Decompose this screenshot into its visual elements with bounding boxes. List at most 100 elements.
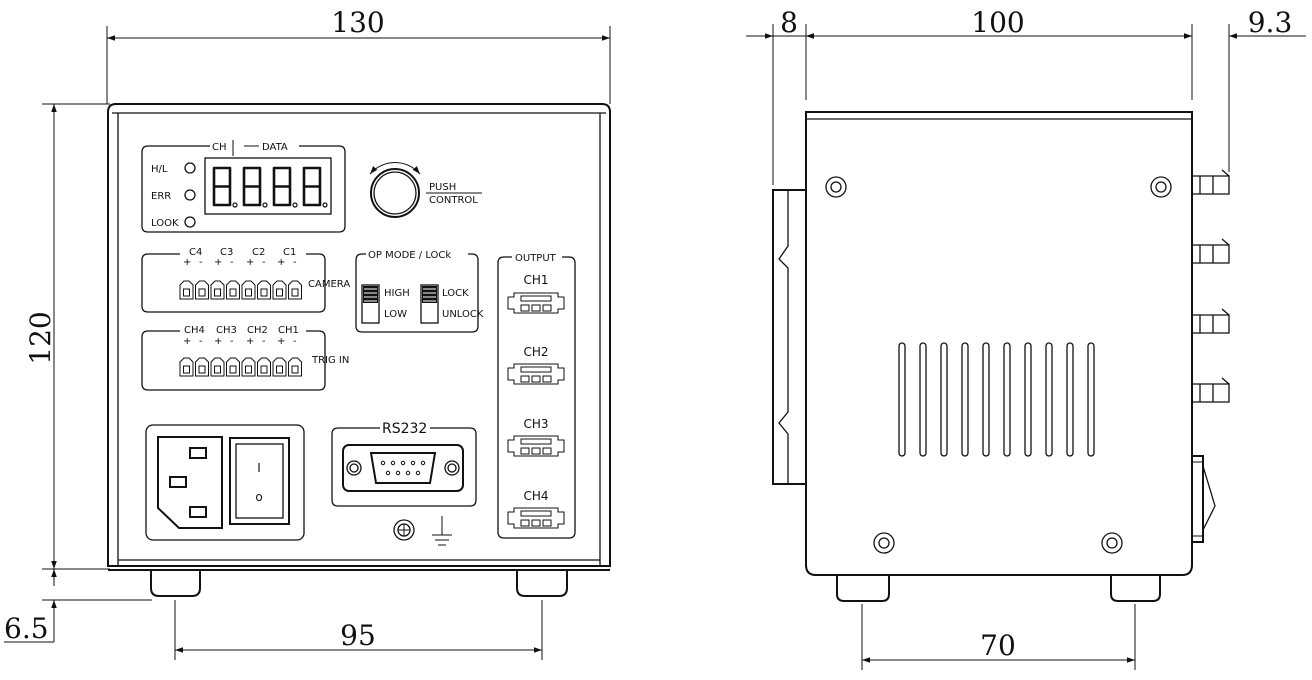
dim-foot-spacing-front-label: 95 [340, 619, 376, 652]
power-rocker-switch[interactable]: I o [229, 437, 290, 525]
power-on-mark: I [257, 461, 261, 475]
dim-foot-height: 6.5 [4, 569, 152, 645]
dim-front-height: 120 [24, 103, 110, 570]
svg-text:+: + [277, 336, 285, 347]
dim-foot-height-label: 6.5 [4, 612, 49, 645]
rs232-label: RS232 [382, 421, 427, 437]
output-ch1-connector [507, 292, 565, 314]
rear-power-switch-profile [1191, 455, 1216, 543]
svg-text:+: + [214, 336, 222, 347]
dim-foot-spacing-side: 70 [861, 604, 1136, 670]
dim-front-height-label: 120 [24, 311, 57, 364]
dim-side-front-offset-label: 8 [780, 6, 798, 39]
dim-side-top: 8 100 9.3 [746, 6, 1306, 185]
output-ch3-connector [507, 435, 565, 457]
knob-label-push: PUSH [429, 182, 456, 193]
rs232-connector [342, 444, 464, 492]
trig-terminal-block [179, 357, 302, 377]
output-ch1-label: CH1 [523, 273, 548, 287]
camera-polarity-marks: + - + - + - + - [183, 257, 297, 268]
side-screw-icon [825, 176, 1172, 554]
svg-text:-: - [262, 257, 266, 268]
switch-lock-label: LOCK [442, 288, 469, 299]
trig-polarity-marks: + - + - + - + - [183, 336, 297, 347]
side-vent-slots [898, 342, 1095, 457]
svg-text:+: + [246, 257, 254, 268]
svg-text:-: - [262, 336, 266, 347]
trig-ch3-label: CH3 [216, 325, 237, 336]
camera-terminal-panel: C4 C3 C2 C1 + - + - + - + - CAMERA [141, 247, 350, 313]
svg-text:-: - [199, 336, 203, 347]
svg-text:+: + [277, 257, 285, 268]
indicator-hl-label: H/L [151, 164, 168, 175]
ground-symbol-icon [432, 516, 452, 546]
output-ch4-connector [507, 507, 565, 529]
side-view: 8 100 9.3 70 [746, 6, 1306, 670]
svg-text:+: + [246, 336, 254, 347]
op-mode-panel: OP MODE / LOCk HIGH LOW LOCK UNLOCK [355, 250, 484, 333]
switch-unlock-label: UNLOCK [442, 309, 484, 320]
svg-text:-: - [293, 257, 297, 268]
op-mode-title: OP MODE / LOCk [368, 250, 451, 261]
svg-text:+: + [214, 257, 222, 268]
lock-unlock-switch[interactable] [420, 284, 439, 324]
trig-ch4-label: CH4 [184, 325, 205, 336]
indicator-look-label: LOOK [151, 218, 179, 229]
output-ch4-label: CH4 [523, 489, 548, 503]
camera-ch4-label: C4 [189, 247, 202, 258]
push-control-knob[interactable]: PUSH CONTROL [369, 162, 482, 218]
svg-text:-: - [293, 336, 297, 347]
svg-text:+: + [183, 336, 191, 347]
ground-screw-icon [393, 519, 415, 541]
indicator-err-label: ERR [151, 191, 171, 202]
dim-front-width: 130 [106, 6, 611, 104]
indicator-hl-led [184, 162, 196, 174]
dim-front-width-label: 130 [331, 6, 384, 39]
output-ch3-label: CH3 [523, 417, 548, 431]
camera-label: CAMERA [308, 279, 350, 290]
seven-seg-window [204, 157, 332, 215]
output-title: OUTPUT [515, 253, 557, 264]
dim-foot-spacing-side-label: 70 [980, 629, 1016, 662]
power-off-mark: o [255, 490, 262, 504]
dim-side-depth-label: 100 [971, 6, 1024, 39]
camera-terminal-block [179, 280, 302, 300]
ch-label: CH [212, 142, 227, 153]
switch-low-label: LOW [384, 309, 407, 320]
trig-label: TRIG IN [311, 355, 349, 366]
camera-ch3-label: C3 [220, 247, 233, 258]
output-ch2-connector [507, 363, 565, 385]
side-case [805, 111, 1193, 576]
front-right-foot [516, 570, 568, 597]
power-panel: I o [145, 424, 305, 541]
front-left-foot [150, 570, 201, 597]
front-case [107, 103, 611, 571]
high-low-switch[interactable] [361, 284, 380, 324]
camera-ch2-label: C2 [252, 247, 265, 258]
display-panel: CH DATA H/L ERR LOOK [141, 140, 346, 233]
dim-side-rear-offset-label: 9.3 [1248, 6, 1293, 39]
trig-ch1-label: CH1 [278, 325, 299, 336]
side-front-panel-profile [772, 189, 806, 485]
dim-foot-spacing-front: 95 [174, 600, 543, 660]
seven-seg-display [212, 166, 328, 208]
data-label: DATA [262, 142, 288, 153]
front-view: 130 120 6.5 95 [4, 6, 611, 660]
svg-text:-: - [230, 336, 234, 347]
camera-ch1-label: C1 [283, 247, 296, 258]
switch-high-label: HIGH [384, 288, 410, 299]
svg-text:+: + [183, 257, 191, 268]
indicator-look-led [184, 216, 196, 228]
side-right-foot [1110, 575, 1161, 602]
rs232-panel: RS232 [331, 421, 477, 507]
output-ch2-label: CH2 [523, 345, 548, 359]
svg-text:-: - [230, 257, 234, 268]
svg-text:-: - [199, 257, 203, 268]
trig-terminal-panel: CH4 CH3 CH2 CH1 + - + - + - + - TRIG IN [141, 325, 349, 391]
indicator-err-led [184, 189, 196, 201]
output-panel: OUTPUT CH1 CH2 CH3 CH4 [497, 253, 576, 539]
knob-label-control: CONTROL [429, 195, 478, 206]
ac-power-inlet [157, 436, 223, 529]
side-left-foot [836, 575, 890, 602]
